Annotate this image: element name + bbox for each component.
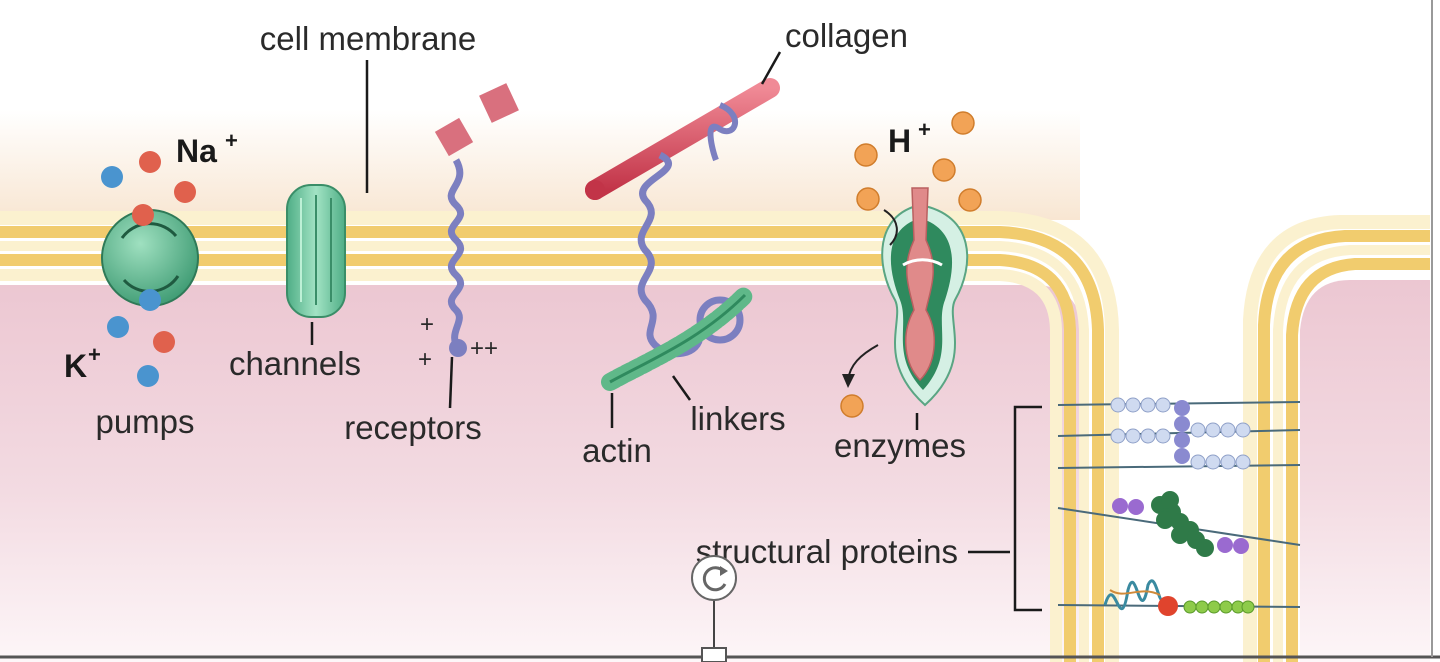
structural-proteins-label: structural proteins [696,533,958,570]
collagen-fiber [585,78,780,200]
channel-protein [286,184,346,318]
hydrogen-label: H [888,123,911,159]
linkers-label: linkers [690,400,785,437]
structural-proteins-bracket [1013,405,1042,612]
linkers-leader [671,375,692,401]
enzymes-label: enzymes [834,427,966,464]
actin-label: actin [582,432,652,469]
resize-handle[interactable] [701,647,727,662]
cell-membrane-label: cell membrane [260,20,476,57]
hydrogen-ions [840,111,982,418]
enzyme-protein [842,187,969,407]
receptors-label: receptors [344,409,482,446]
cell-membrane-bilayer [0,211,1119,662]
sodium-label: Na [176,133,217,169]
receptor-charge-left: + [418,346,432,373]
receptor-protein [434,83,519,357]
potassium-charge: + [88,342,101,367]
actin-filament [601,286,754,391]
collagen-label: collagen [785,17,908,54]
potassium-ions [101,166,175,387]
sodium-charge: + [225,128,238,153]
linker-protein [637,102,744,358]
sodium-ions [139,151,196,203]
receptors-leader [448,356,454,409]
receptor-charge-right: ++ [470,335,498,362]
neighbor-cytoplasm [1300,280,1430,662]
collagen-leader [760,51,782,85]
pumps-label: pumps [95,403,194,440]
receptor-charge-top: + [420,311,434,338]
cytoplasm [0,285,1082,662]
pump-protein [101,204,199,311]
channels-label: channels [229,345,361,382]
neighbor-membrane-bilayer [1243,215,1430,662]
hydrogen-charge: + [918,117,931,142]
potassium-label: K [64,348,87,384]
rotate-handle-icon[interactable] [691,555,737,601]
leader-lines [310,51,1042,650]
structural-proteins-junctions [1057,397,1301,616]
